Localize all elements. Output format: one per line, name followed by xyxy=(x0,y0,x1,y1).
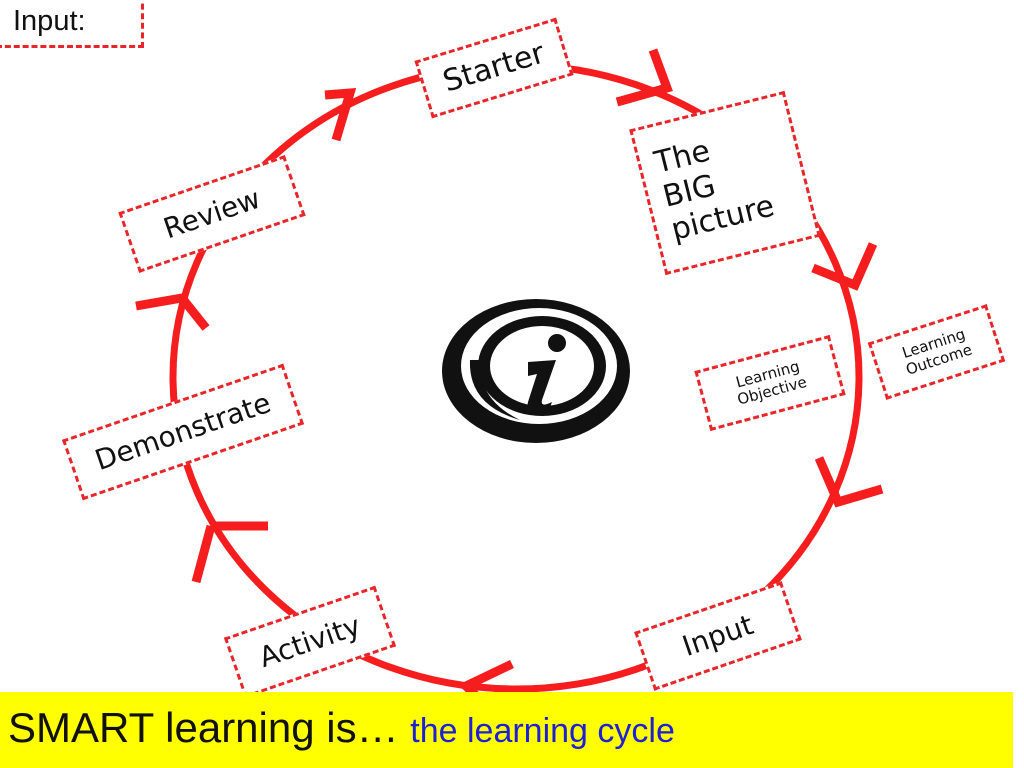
title-banner: SMART learning is… the learning cycle xyxy=(0,692,1013,768)
corner-input-label: Input: xyxy=(0,0,144,48)
banner-lead: SMART learning is… xyxy=(8,704,411,751)
arrow-chevron-left xyxy=(135,293,210,331)
arrow-chevron-right-lower xyxy=(814,456,884,508)
arrow-chevron-left-stem xyxy=(191,524,216,584)
banner-tail: the learning cycle xyxy=(410,712,675,750)
arrow-chevron-top xyxy=(324,87,357,142)
arrow-chevron-top-right xyxy=(615,48,673,107)
step-input-label: Input xyxy=(678,608,758,663)
arrow-chevron-right-upper xyxy=(811,242,878,291)
info-icon xyxy=(442,299,630,443)
